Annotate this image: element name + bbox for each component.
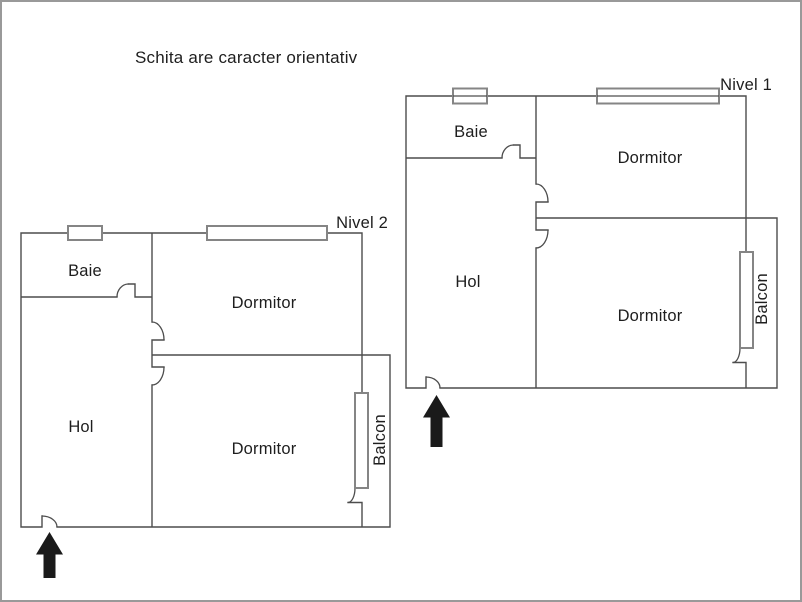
level-label-nivel-1: Nivel 1 <box>720 76 772 94</box>
entrance-arrow-icon <box>423 395 450 447</box>
room-label-bath: Baie <box>68 262 102 280</box>
room-label-hall: Hol <box>455 273 480 291</box>
room-label-balcony: Balcon <box>753 273 771 325</box>
entrance-arrow-icon <box>36 532 63 578</box>
room-label-balcony: Balcon <box>371 414 389 466</box>
door-arcs-nivel-2 <box>41 283 356 528</box>
balcony-window-icon <box>354 392 369 489</box>
walls-nivel-1 <box>405 95 778 389</box>
window-icon <box>67 225 103 241</box>
windows-nivel-2 <box>67 225 369 489</box>
floor-plan-nivel-2: Nivel 2 Baie Dormitor Hol Dormitor Balco… <box>20 214 391 578</box>
floor-plan-nivel-1: Nivel 1 Baie Dormitor Hol Dormitor Balco… <box>405 76 778 447</box>
sheet-title: Schita are caracter orientativ <box>135 48 358 67</box>
room-label-bath: Baie <box>454 123 488 141</box>
room-label-bedroom-lower: Dormitor <box>232 440 297 458</box>
room-label-bedroom-lower: Dormitor <box>618 307 683 325</box>
walls-nivel-2 <box>20 232 391 528</box>
balcony-window-icon <box>739 251 754 349</box>
room-label-bedroom-upper: Dormitor <box>232 294 297 312</box>
window-icon <box>206 225 328 241</box>
windows-nivel-1 <box>452 87 754 349</box>
room-label-hall: Hol <box>68 418 93 436</box>
room-label-bedroom-upper: Dormitor <box>618 149 683 167</box>
level-label-nivel-2: Nivel 2 <box>336 214 388 232</box>
door-arcs-nivel-1 <box>425 144 741 389</box>
